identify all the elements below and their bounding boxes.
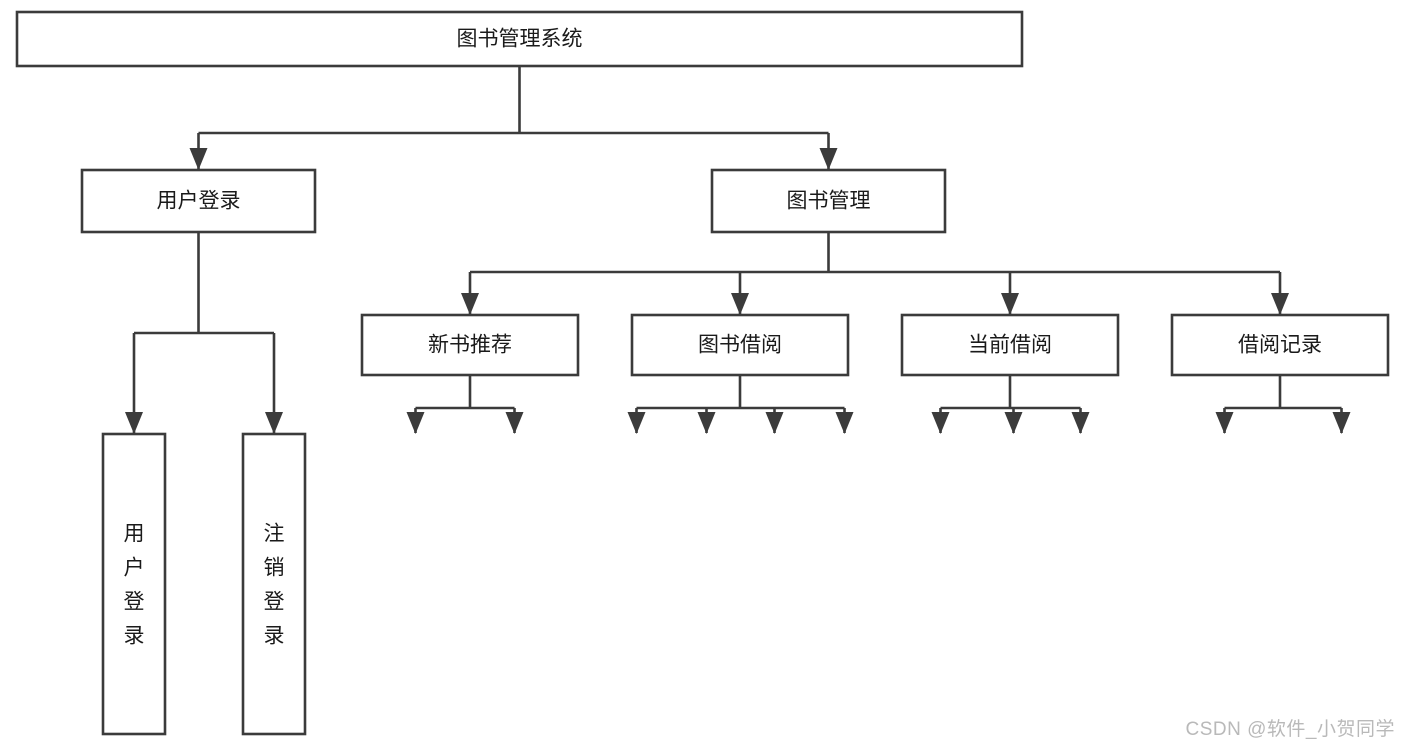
arrow-head-icon bbox=[265, 412, 283, 434]
node-图书管理系统[interactable]: 图书管理系统 bbox=[15, 10, 1024, 68]
node-box[interactable] bbox=[360, 313, 580, 377]
node-label: 图书管理 bbox=[787, 190, 871, 213]
arrow-head-icon bbox=[1215, 412, 1234, 434]
node-用户登录[interactable]: 用户登录 bbox=[80, 168, 317, 234]
arrow-head-icon bbox=[1332, 412, 1351, 434]
node-label: 用户登录 bbox=[157, 190, 241, 213]
arrow-head-icon bbox=[1271, 293, 1289, 315]
node-box[interactable] bbox=[900, 313, 1120, 377]
watermark-label: CSDN @软件_小贺同学 bbox=[1185, 719, 1395, 740]
arrow-head-icon bbox=[1071, 412, 1090, 434]
node-box[interactable] bbox=[1170, 313, 1390, 377]
node-box[interactable] bbox=[241, 432, 307, 736]
node-label: 当前借阅 bbox=[968, 334, 1052, 357]
node-layer: 图书管理系统用户登录用户登录注销登录图书管理新书推荐图书借阅当前借阅借阅记录 bbox=[15, 10, 1390, 736]
arrow-head-icon bbox=[125, 412, 143, 434]
arrow-head-icon bbox=[731, 293, 749, 315]
arrow-head-icon bbox=[189, 148, 208, 170]
node-label: 注销登录 bbox=[264, 522, 285, 647]
arrow-head-icon bbox=[627, 412, 646, 434]
node-用户登录[interactable]: 用户登录 bbox=[101, 432, 167, 736]
arrow-head-icon bbox=[1004, 412, 1023, 434]
node-图书管理[interactable]: 图书管理 bbox=[710, 168, 947, 234]
arrow-head-icon bbox=[697, 412, 716, 434]
arrow-head-icon bbox=[765, 412, 784, 434]
node-label: 新书推荐 bbox=[428, 334, 512, 357]
node-label: 图书借阅 bbox=[698, 334, 782, 357]
node-box[interactable] bbox=[80, 168, 317, 234]
arrow-head-icon bbox=[835, 412, 854, 434]
node-box[interactable] bbox=[710, 168, 947, 234]
arrow-head-icon bbox=[406, 412, 425, 434]
node-借阅记录[interactable]: 借阅记录 bbox=[1170, 313, 1390, 377]
node-新书推荐[interactable]: 新书推荐 bbox=[360, 313, 580, 377]
node-label: 借阅记录 bbox=[1238, 334, 1322, 357]
node-box[interactable] bbox=[15, 10, 1024, 68]
node-注销登录[interactable]: 注销登录 bbox=[241, 432, 307, 736]
node-label: 图书管理系统 bbox=[457, 28, 583, 51]
node-图书借阅[interactable]: 图书借阅 bbox=[630, 313, 850, 377]
arrow-head-icon bbox=[505, 412, 524, 434]
node-label: 用户登录 bbox=[124, 522, 145, 647]
arrow-head-icon bbox=[931, 412, 950, 434]
node-当前借阅[interactable]: 当前借阅 bbox=[900, 313, 1120, 377]
connector-layer bbox=[125, 66, 1351, 434]
node-box[interactable] bbox=[630, 313, 850, 377]
arrow-head-icon bbox=[1001, 293, 1019, 315]
node-box[interactable] bbox=[101, 432, 167, 736]
arrow-head-icon bbox=[461, 293, 479, 315]
arrow-head-icon bbox=[819, 148, 838, 170]
